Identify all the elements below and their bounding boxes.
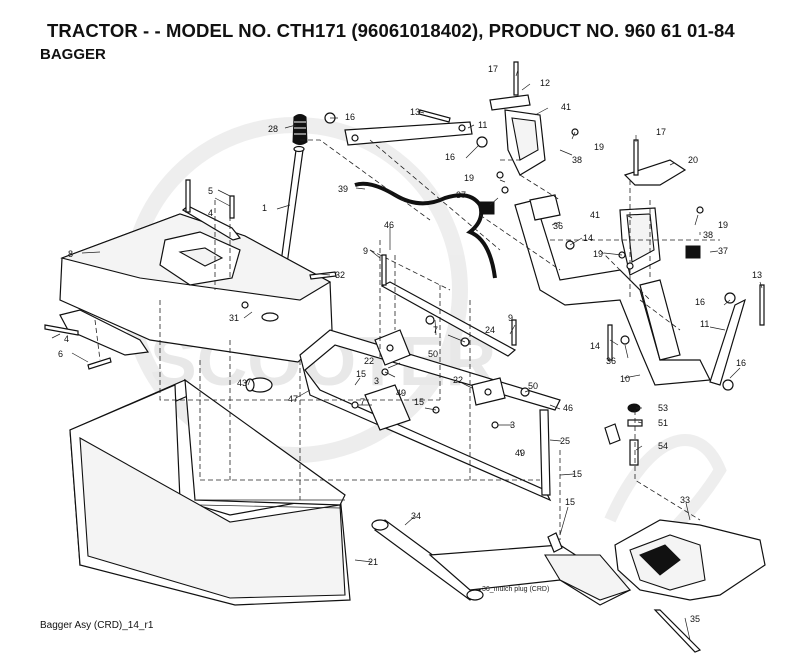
callout-39: 39 (338, 184, 348, 194)
assembly-guide-lines (94, 139, 720, 540)
callout-50-right: 50 (528, 381, 538, 391)
callout-15-c: 15 (572, 469, 582, 479)
callout-38-a: 38 (572, 155, 582, 165)
spring-rod (354, 181, 497, 279)
mount-bracket-lower (619, 207, 661, 276)
knob-assembly (604, 403, 643, 466)
chute-deflector (614, 519, 766, 601)
callout-19-c: 19 (593, 249, 603, 259)
callout-4-lower: 4 (64, 334, 69, 344)
main-tube-frame (514, 194, 711, 386)
callout-24: 24 (485, 325, 495, 335)
callout-11-upper: 11 (478, 120, 487, 130)
callout-53: 53 (658, 403, 668, 413)
plug-cap (245, 377, 273, 393)
clevis-pin (547, 532, 563, 553)
bolt-35 (653, 609, 702, 653)
bag-frame (69, 378, 351, 606)
callout-15-a: 15 (356, 369, 366, 379)
callout-8: 8 (68, 249, 73, 259)
callout-41-upper: 41 (561, 102, 571, 112)
callout-16-middle: 16 (445, 152, 455, 162)
callout-16-right-upper: 16 (695, 297, 705, 307)
bracket-right (471, 377, 506, 406)
callout-32: 32 (335, 270, 345, 280)
callout-31: 31 (229, 313, 239, 323)
callout-13-right: 13 (752, 270, 762, 280)
diagram-reference: Bagger Asy (CRD)_14_r1 (40, 620, 154, 631)
callout-14-upper: 14 (583, 233, 593, 243)
callout-36-upper: 36 (553, 221, 563, 231)
callout-33: 33 (680, 495, 690, 505)
top-mounting-strip (344, 121, 473, 146)
callout-34: 34 (411, 511, 421, 521)
latch-plate (623, 159, 687, 186)
callout-22-right: 22 (453, 375, 463, 385)
callout-3-right: 3 (510, 420, 515, 430)
callout-47: 47 (288, 394, 298, 404)
callout-15-b: 15 (414, 397, 424, 407)
callout-41-lower: 41 (590, 210, 600, 220)
callout-17-right: 17 (656, 127, 666, 137)
callout-7-lower: 7 (360, 397, 365, 407)
callout-19-b: 19 (464, 173, 474, 183)
callout-37-right: 37 (718, 246, 728, 256)
bagger-cover (59, 205, 333, 363)
callout-49-left: 49 (396, 388, 406, 398)
mulch-plug-tube (371, 519, 484, 601)
page-subtitle: BAGGER (40, 46, 106, 63)
callout-22-left: 22 (364, 356, 374, 366)
callout-16-upper: 16 (345, 112, 355, 122)
callout-9: 9 (363, 246, 368, 256)
callout-54: 54 (658, 441, 668, 451)
callout-12: 12 (540, 78, 550, 88)
callout-50-left: 50 (428, 349, 438, 359)
callout-7-upper: 7 (433, 325, 438, 335)
mulch-plug-note: 36_mulch plug (CRD) (482, 586, 549, 593)
callout-4-upper: 4 (208, 208, 213, 218)
callout-46-upper: 46 (384, 220, 394, 230)
callouts: 28 1 5 4 8 4 6 9 46 32 31 43 47 39 13 16… (58, 64, 762, 624)
page-title: TRACTOR - - MODEL NO. CTH171 (9606101840… (47, 20, 735, 41)
callout-51: 51 (658, 418, 668, 428)
hardware-bolts (44, 61, 765, 429)
pivot-bar (380, 281, 517, 357)
callout-38-b: 38 (703, 230, 713, 240)
callout-13-upper: 13 (410, 107, 420, 117)
callout-21: 21 (368, 557, 378, 567)
callout-15-d: 15 (565, 497, 575, 507)
callout-1: 1 (262, 203, 267, 213)
callout-16-right-lower: 16 (736, 358, 746, 368)
callout-28: 28 (268, 124, 278, 134)
callout-20: 20 (688, 155, 698, 165)
callout-10: 10 (620, 374, 630, 384)
callout-19-a: 19 (594, 142, 604, 152)
callout-6: 6 (58, 349, 63, 359)
callout-14-lower: 14 (590, 341, 600, 351)
callout-5: 5 (208, 186, 213, 196)
rubber-bumper-right (685, 245, 701, 259)
side-strap (709, 298, 746, 386)
callout-9-lower: 9 (508, 313, 513, 323)
callout-43: 43 (237, 378, 247, 388)
callout-17-left: 17 (488, 64, 498, 74)
callout-49-right: 49 (515, 448, 525, 458)
callout-11-right: 11 (700, 319, 709, 329)
callout-37-left: 37 (456, 190, 466, 200)
callout-36-lower: 36 (606, 356, 616, 366)
mount-bracket-upper (489, 94, 546, 176)
callout-19-d: 19 (718, 220, 728, 230)
mulch-plug (428, 544, 632, 606)
callout-35: 35 (690, 614, 700, 624)
callout-25: 25 (560, 436, 570, 446)
callout-46-lower: 46 (563, 403, 573, 413)
handle-grip (292, 114, 308, 145)
bracket-left (374, 329, 411, 366)
callout-leaders (51, 69, 763, 641)
callout-3-left: 3 (374, 376, 379, 386)
